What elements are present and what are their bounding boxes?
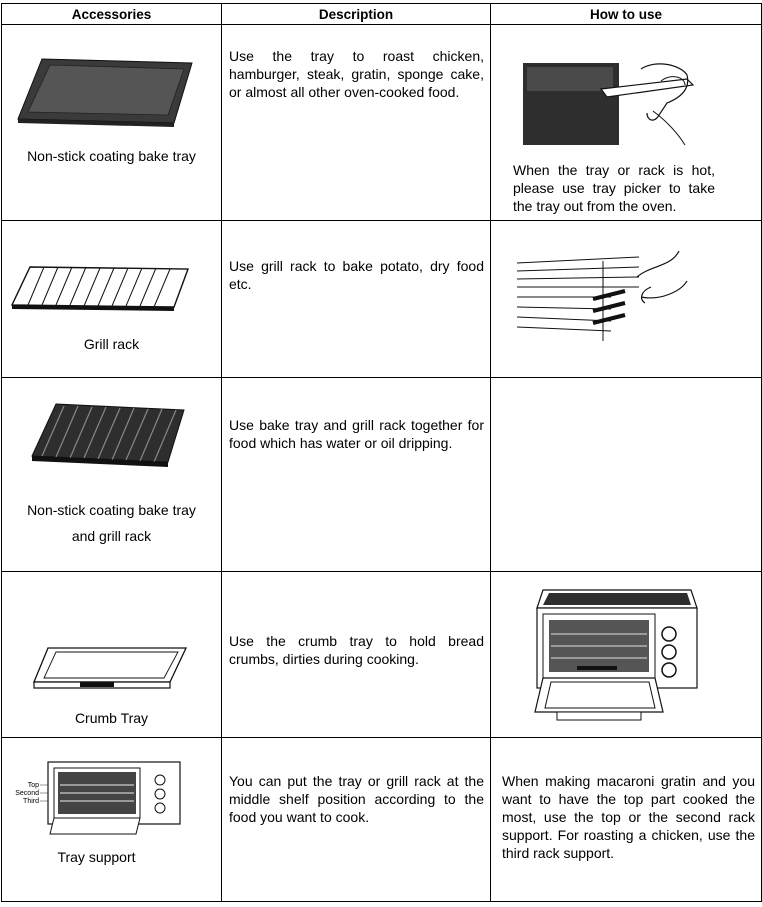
header-description: Description xyxy=(221,3,491,25)
description-cell: Use bake tray and grill rack together fo… xyxy=(221,377,491,572)
crumb-tray-image xyxy=(33,647,188,689)
how-to-use-cell xyxy=(490,220,762,378)
accessory-label: Grill rack xyxy=(83,336,140,352)
shelf-label-second: Second xyxy=(15,790,39,797)
oven-shelf-positions-image: Top Second Third xyxy=(15,761,181,835)
accessory-label: Non-stick coating bake tray xyxy=(27,148,196,164)
how-to-use-cell xyxy=(490,571,762,738)
description-cell: Use the tray to roast chicken, hamburger… xyxy=(221,24,491,221)
shelf-label-top: Top xyxy=(28,782,39,789)
table-row: Grill rack Use grill rack to bake potato… xyxy=(1,220,762,378)
oven-crumb-tray-image xyxy=(534,589,698,721)
bake-tray-with-grill-rack-image xyxy=(31,403,185,467)
how-to-use-text: When the tray or rack is hot, please use… xyxy=(513,162,715,214)
grill-rack-image xyxy=(10,266,189,311)
how-to-use-text: When making macaroni gratin and you want… xyxy=(502,773,755,861)
accessories-table: Accessories Description How to use Non-s… xyxy=(1,3,762,902)
accessory-label: Non-stick coating bake tray xyxy=(27,502,196,518)
header-how-to-use: How to use xyxy=(490,3,762,25)
how-to-use-cell xyxy=(490,377,762,572)
accessory-label: Tray support xyxy=(57,849,136,865)
how-to-use-cell: When the tray or rack is hot, please use… xyxy=(490,24,762,221)
description-cell: Use grill rack to bake potato, dry food … xyxy=(221,220,491,378)
description-cell: Use the crumb tray to hold bread crumbs,… xyxy=(221,571,491,738)
bake-tray-image xyxy=(17,58,193,127)
description-cell: You can put the tray or grill rack at th… xyxy=(221,737,491,902)
rack-picker-image xyxy=(516,250,688,341)
table-row: Non-stick coating bake tray Use the tray… xyxy=(1,24,762,221)
accessory-cell: Non-stick coating bake tray and grill ra… xyxy=(1,377,222,572)
table-row: Non-stick coating bake tray and grill ra… xyxy=(1,377,762,572)
accessory-label: Crumb Tray xyxy=(74,710,149,726)
accessory-cell: Crumb Tray xyxy=(1,571,222,738)
header-accessories: Accessories xyxy=(1,3,222,25)
shelf-label-third: Third xyxy=(23,798,39,805)
accessory-cell: Top Second Third Tray support xyxy=(1,737,222,902)
accessory-cell: Non-stick coating bake tray xyxy=(1,24,222,221)
how-to-use-cell: When making macaroni gratin and you want… xyxy=(490,737,762,902)
table-row: Top Second Third Tray support You can pu… xyxy=(1,737,762,902)
accessory-cell: Grill rack xyxy=(1,220,222,378)
table-row: Crumb Tray Use the crumb tray to hold br… xyxy=(1,571,762,738)
header-row: Accessories Description How to use xyxy=(1,3,762,25)
accessory-label: and grill rack xyxy=(71,528,152,544)
tray-picker-image xyxy=(523,63,695,146)
